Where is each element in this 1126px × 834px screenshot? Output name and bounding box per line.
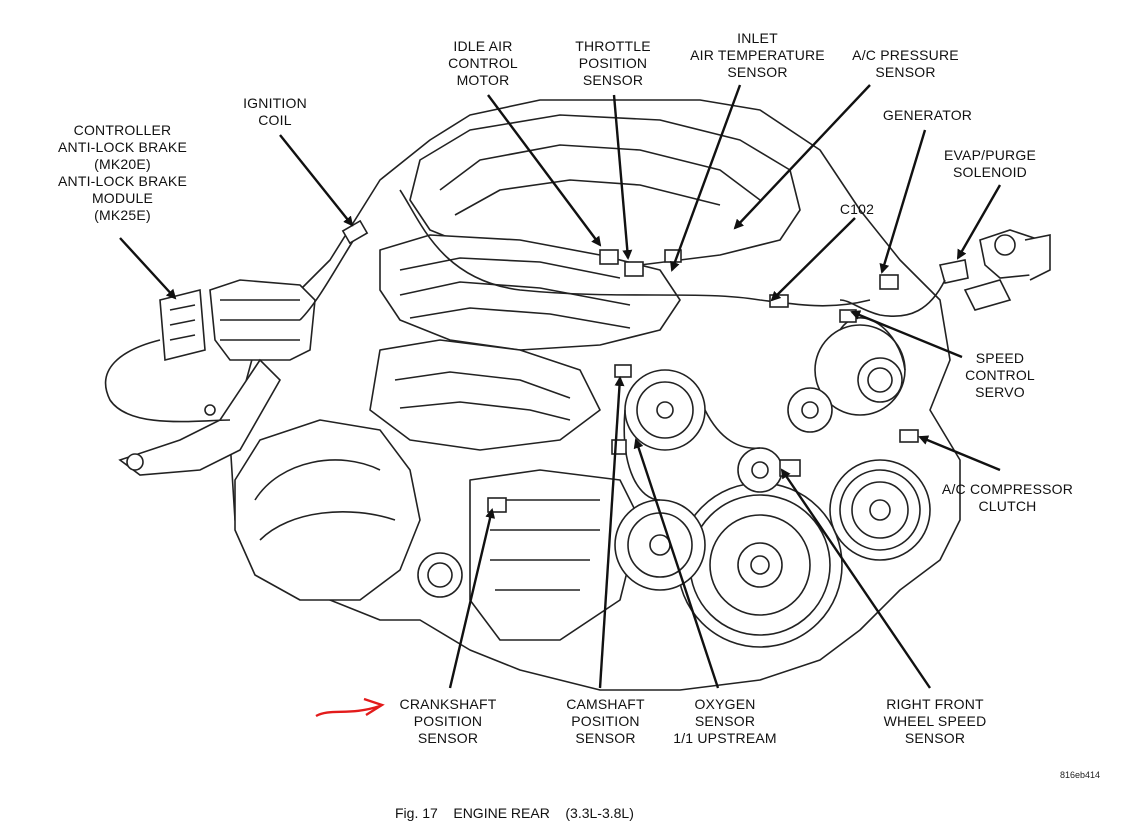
arrow-crankshaft — [448, 508, 496, 689]
abs-module-drawing — [118, 279, 316, 476]
figure-caption: Fig. 17 ENGINE REAR (3.3L-3.8L) — [395, 805, 634, 821]
abs-harness — [104, 339, 231, 423]
arrow-ignition-coil — [279, 134, 354, 227]
figure-id: 816eb414 — [1060, 770, 1101, 780]
label-camshaft-position-sensor: CAMSHAFT POSITION SENSOR — [566, 696, 645, 746]
arrow-c102 — [770, 217, 856, 302]
arrow-throttle — [612, 94, 633, 260]
label-oxygen-sensor: OXYGEN SENSOR 1/1 UPSTREAM — [673, 696, 777, 746]
label-ac-compressor-clutch: A/C COMPRESSOR CLUTCH — [941, 481, 1074, 514]
label-crankshaft-position-sensor: CRANKSHAFT POSITION SENSOR — [399, 696, 497, 746]
leader-arrows — [119, 84, 1002, 689]
red-annotation-arrow — [315, 697, 385, 718]
accessory-drive — [614, 324, 931, 648]
label-evap-purge-solenoid: EVAP/PURGE SOLENOID — [944, 147, 1036, 180]
label-idle-air-control-motor: IDLE AIR CONTROL MOTOR — [448, 38, 518, 88]
label-speed-control-servo: SPEED CONTROL SERVO — [965, 350, 1035, 400]
arrow-ac-compressor — [918, 435, 1001, 472]
label-ignition-coil: IGNITION COIL — [243, 95, 307, 128]
label-ac-pressure-sensor: A/C PRESSURE SENSOR — [852, 47, 959, 80]
evap-solenoid-drawing — [938, 229, 1051, 311]
label-throttle-position-sensor: THROTTLE POSITION SENSOR — [575, 38, 651, 88]
label-generator: GENERATOR — [882, 107, 973, 123]
label-c102: C102 — [839, 201, 875, 217]
arrow-evap — [956, 184, 1002, 260]
evap-hose — [839, 279, 946, 317]
arrow-oxygen — [633, 438, 720, 689]
arrow-wheel-speed — [780, 468, 931, 689]
label-controller-abs: CONTROLLER ANTI-LOCK BRAKE (MK20E) ANTI-… — [57, 122, 188, 223]
arrow-generator — [879, 129, 927, 274]
label-right-front-wheel-speed-sensor: RIGHT FRONT WHEEL SPEED SENSOR — [883, 696, 987, 746]
engine-harness — [399, 189, 871, 307]
arrow-ac-pressure — [733, 84, 871, 230]
arrow-idle-air — [487, 94, 602, 247]
arrow-speed-control — [850, 310, 963, 359]
arrow-camshaft — [598, 376, 625, 689]
label-inlet-air-temperature-sensor: INLET AIR TEMPERATURE SENSOR — [690, 30, 825, 80]
arrow-inlet-air — [670, 84, 742, 272]
arrow-controller — [119, 237, 177, 300]
